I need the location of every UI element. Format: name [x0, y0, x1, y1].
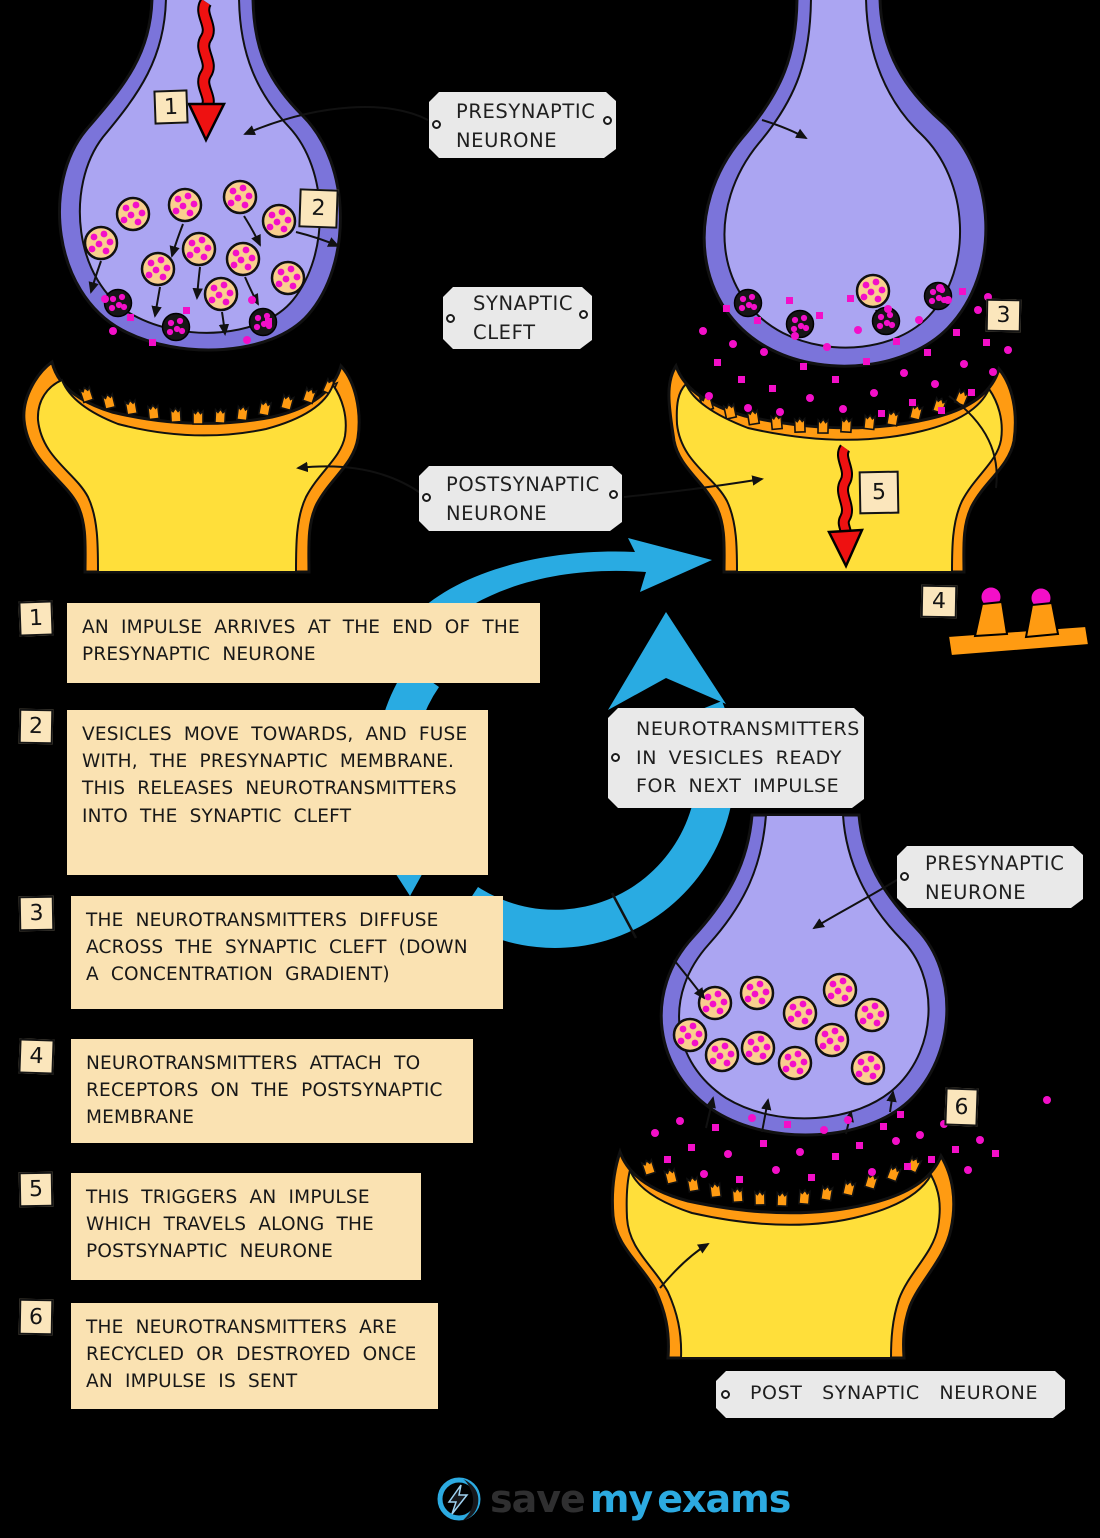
receptor-detail — [946, 587, 1091, 658]
impulse-arrow-b — [827, 444, 864, 569]
tag-hole-icon — [579, 310, 588, 319]
step-number-6: 6 — [18, 1298, 54, 1336]
vesicle-b — [855, 273, 891, 309]
step-number-3: 3 — [18, 895, 55, 932]
cycle-swoosh-arrow — [415, 538, 712, 626]
step-number-5: 5 — [18, 1171, 54, 1208]
tag-hole-icon — [603, 116, 612, 125]
tag-hole-icon — [422, 493, 431, 502]
cycle-arc-right — [457, 701, 735, 948]
tag-label: POST SYNAPTIC NEURONE — [750, 1382, 1039, 1404]
step-box-6: THE NEUROTRANSMITTERS ARE RECYCLED OR DE… — [71, 1303, 438, 1409]
tag-label: SYNAPTIC CLEFT — [473, 292, 574, 345]
logo-word-save: save — [490, 1477, 586, 1521]
postsynaptic-neurone-shape-c — [610, 1147, 956, 1360]
leader-arrow-presynaptic-a — [243, 106, 429, 135]
step-number-4: 4 — [18, 1038, 55, 1075]
membrane-bar — [946, 624, 1091, 658]
diagram-marker-6: 6 — [944, 1087, 979, 1127]
logo-word-my: my — [589, 1477, 653, 1521]
presynaptic-neurone-shape-a — [58, 0, 342, 352]
vesicle-movement-arrows-a — [88, 215, 340, 336]
leader-arrow-postsynaptic-b — [623, 475, 764, 498]
released-neurotransmitters-a — [101, 295, 272, 346]
impulse-arrow-a — [187, 0, 227, 143]
diagram-marker-4: 4 — [920, 584, 958, 619]
tag-postsynaptic-neurone-top: POSTSYNAPTIC NEURONE — [419, 466, 622, 531]
lightning-bolt-icon — [437, 1477, 481, 1521]
postsynaptic-neurone-shape-a — [22, 359, 361, 574]
tag-presynaptic-neurone-top: PRESYNAPTIC NEURONE — [429, 92, 616, 158]
cycle-tick-line — [610, 892, 638, 939]
diagram-marker-3: 3 — [985, 298, 1022, 333]
synapse-top-left — [22, 0, 429, 574]
tag-hole-icon — [609, 490, 618, 499]
step-number-1: 1 — [18, 600, 54, 637]
tag-label: PRESYNAPTIC NEURONE — [456, 100, 596, 153]
step-box-3: THE NEUROTRANSMITTERS DIFFUSE ACROSS THE… — [71, 896, 503, 1009]
diagram-marker-2: 2 — [298, 188, 339, 229]
postsynaptic-arrow-c — [659, 1242, 710, 1289]
synapse-bottom-right — [610, 813, 1051, 1360]
savemyexams-logo: save my exams — [436, 1476, 791, 1522]
step-box-1: AN IMPULSE ARRIVES AT THE END OF THE PRE… — [67, 603, 540, 683]
inner-arrow-c — [673, 959, 706, 1000]
tag-hole-icon — [721, 1390, 730, 1399]
receptor-1 — [973, 600, 1009, 638]
step-box-5: THIS TRIGGERS AN IMPULSE WHICH TRAVELS A… — [71, 1173, 421, 1280]
receptor-2 — [1024, 601, 1060, 639]
tag-hole-icon — [900, 872, 909, 881]
diagram-marker-1: 1 — [153, 89, 189, 125]
tag-synaptic-cleft: SYNAPTIC CLEFT — [443, 287, 592, 349]
tag-hole-icon — [446, 314, 455, 323]
neurotransmitter-cloud-c — [651, 1096, 1051, 1183]
synapse-top-right — [623, 0, 1091, 658]
step-number-2: 2 — [18, 708, 54, 745]
leader-arrow-postsynaptic-a — [296, 461, 423, 495]
leader-arrow-presynaptic-c — [812, 877, 901, 930]
diagram-marker-5: 5 — [858, 470, 900, 515]
cycle-chevron-up — [608, 612, 726, 710]
receptor-zoom-leader-line — [948, 395, 998, 489]
tag-label: NEUROTRANSMITTERS IN VESICLES READY FOR … — [636, 718, 860, 797]
tag-hole-icon — [432, 120, 441, 129]
tag-label: POSTSYNAPTIC NEURONE — [446, 473, 600, 526]
tag-presynaptic-neurone-bottom: PRESYNAPTIC NEURONE — [897, 846, 1083, 908]
logo-word-exams: exams — [657, 1477, 791, 1521]
logo-wordmark: save my exams — [490, 1476, 791, 1522]
tag-neurotransmitters-ready: NEUROTRANSMITTERS IN VESICLES READY FOR … — [608, 708, 864, 808]
tag-label: PRESYNAPTIC NEURONE — [925, 852, 1065, 905]
step-box-2: VESICLES MOVE TOWARDS, AND FUSE WITH, TH… — [67, 710, 488, 875]
tag-hole-icon — [611, 753, 620, 762]
leader-arrow-presynaptic-b — [761, 119, 808, 139]
tag-post-synaptic-neurone-bottom: POST SYNAPTIC NEURONE — [716, 1371, 1065, 1418]
step-box-4: NEUROTRANSMITTERS ATTACH TO RECEPTORS ON… — [71, 1039, 473, 1143]
